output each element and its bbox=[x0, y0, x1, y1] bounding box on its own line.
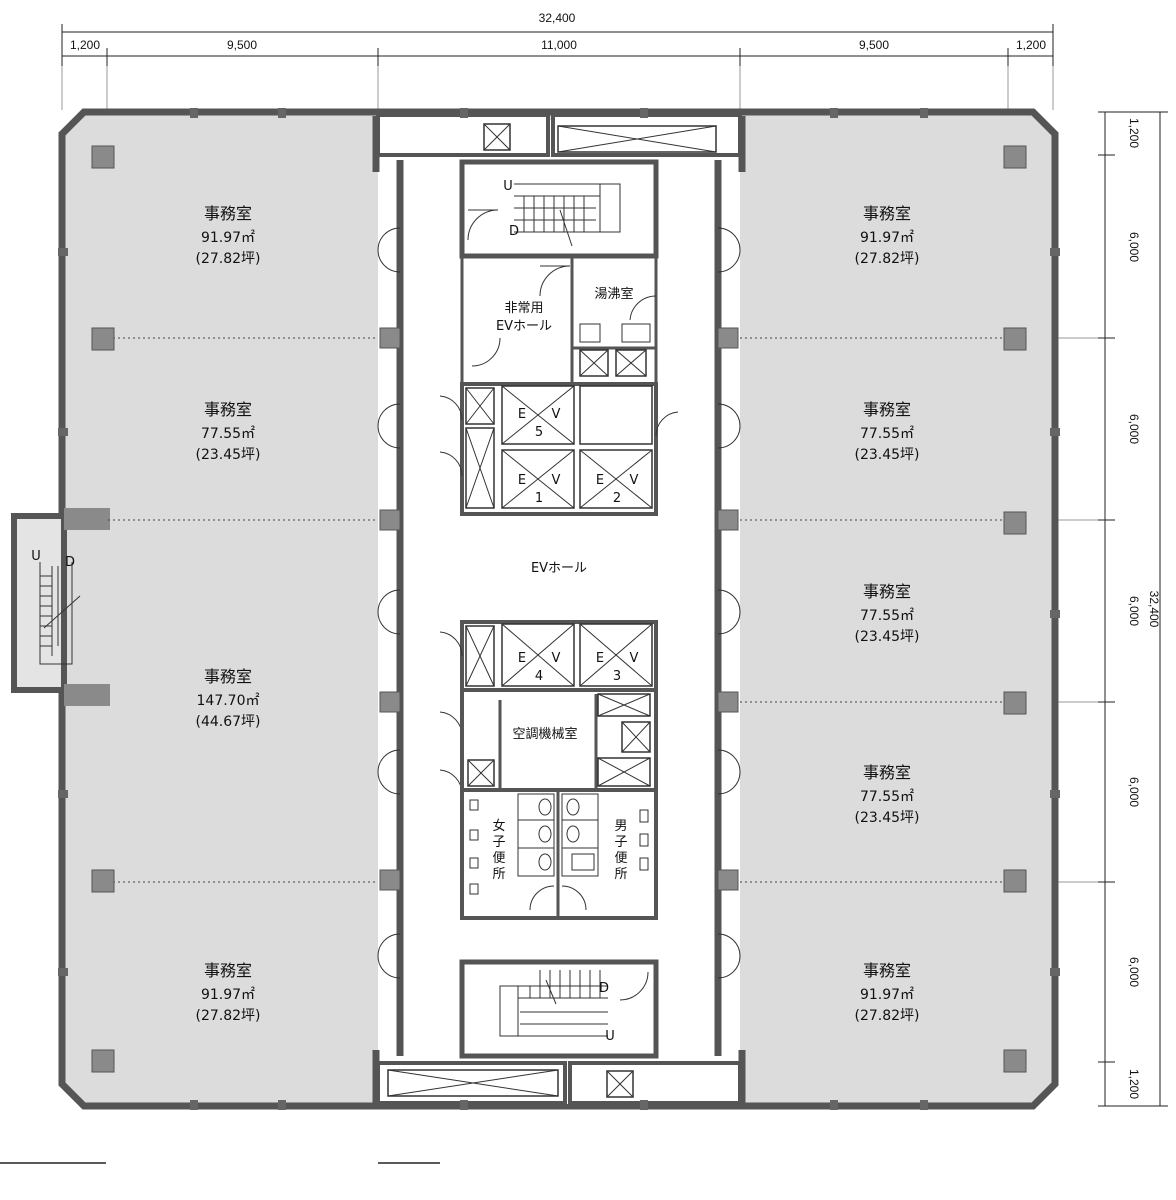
elevator-4-number: 4 bbox=[535, 669, 543, 684]
office-right-1: 事務室 91.97㎡ (27.82坪) bbox=[854, 204, 919, 267]
office-right-5-name: 事務室 bbox=[863, 961, 911, 980]
elevator-3-letter-e: E bbox=[596, 651, 604, 666]
elevator-2-number: 2 bbox=[613, 491, 621, 506]
womens-restroom-char-2: 子 bbox=[492, 835, 505, 850]
elevator-3-letter-v: V bbox=[630, 651, 639, 666]
mens-restroom-char-1: 男 bbox=[614, 819, 627, 834]
top-stair-up: U bbox=[503, 179, 513, 194]
bottom-stair-down: D bbox=[599, 981, 609, 996]
office-left-3-area: 147.70㎡ bbox=[197, 693, 260, 709]
ac-room-label: 空調機械室 bbox=[512, 726, 577, 742]
top-dimension-4: 9,500 bbox=[859, 38, 889, 52]
elevator-4: E V 4 bbox=[501, 623, 575, 687]
right-total-dimension: 32,400 bbox=[1147, 591, 1161, 628]
right-dimension-5: 6,000 bbox=[1127, 777, 1141, 807]
office-left-2-tsubo: (23.45坪) bbox=[195, 447, 260, 463]
external-stair: U D bbox=[11, 508, 110, 706]
office-right-4-name: 事務室 bbox=[863, 763, 911, 782]
office-right-2-name: 事務室 bbox=[863, 400, 911, 419]
top-stair-down: D bbox=[509, 224, 519, 239]
office-right-1-name: 事務室 bbox=[863, 204, 911, 223]
top-dimension-3: 11,000 bbox=[541, 38, 577, 52]
elevator-2: E V 2 bbox=[579, 449, 653, 509]
top-total-dimension: 32,400 bbox=[539, 11, 576, 25]
office-right-3: 事務室 77.55㎡ (23.45坪) bbox=[854, 582, 919, 645]
elevator-1-number: 1 bbox=[535, 491, 543, 506]
elevator-4-letter-e: E bbox=[518, 651, 526, 666]
mens-restroom-char-2: 子 bbox=[614, 835, 627, 850]
top-dimension-5: 1,200 bbox=[1016, 38, 1046, 52]
office-doors bbox=[377, 227, 741, 979]
columns bbox=[91, 145, 1027, 1073]
office-left-3-tsubo: (44.67坪) bbox=[195, 714, 260, 730]
mens-restroom-char-3: 便 bbox=[614, 851, 627, 866]
mullions bbox=[58, 108, 1060, 1110]
office-right-5-area: 91.97㎡ bbox=[860, 987, 914, 1003]
elevator-3: E V 3 bbox=[579, 623, 653, 687]
office-right-5: 事務室 91.97㎡ (27.82坪) bbox=[854, 961, 919, 1024]
office-left-1-tsubo: (27.82坪) bbox=[195, 251, 260, 267]
elevator-5: E V 5 bbox=[501, 385, 575, 445]
elevator-5-letter-e: E bbox=[518, 407, 526, 422]
office-right-3-area: 77.55㎡ bbox=[860, 608, 914, 624]
elevator-2-letter-v: V bbox=[630, 473, 639, 488]
elevator-1-letter-e: E bbox=[518, 473, 526, 488]
office-left-4-area: 91.97㎡ bbox=[201, 987, 255, 1003]
office-right-2-tsubo: (23.45坪) bbox=[854, 447, 919, 463]
right-dimension-3: 6,000 bbox=[1127, 414, 1141, 444]
emergency-ev-hall-label-2: EVホール bbox=[496, 319, 552, 334]
office-left-2-name: 事務室 bbox=[204, 400, 252, 419]
office-left-3: 事務室 147.70㎡ (44.67坪) bbox=[195, 667, 260, 730]
office-left-2: 事務室 77.55㎡ (23.45坪) bbox=[195, 400, 260, 463]
top-dimension-1: 1,200 bbox=[70, 38, 100, 52]
core-area: U D 非常用 EVホール 湯沸室 bbox=[372, 113, 746, 1105]
top-dimension-2: 9,500 bbox=[227, 38, 257, 52]
right-dimension-4: 6,000 bbox=[1127, 596, 1141, 626]
office-right-4: 事務室 77.55㎡ (23.45坪) bbox=[854, 763, 919, 826]
mens-restroom-char-4: 所 bbox=[614, 867, 627, 882]
office-right-3-name: 事務室 bbox=[863, 582, 911, 601]
office-right-5-tsubo: (27.82坪) bbox=[854, 1008, 919, 1024]
elevator-3-number: 3 bbox=[613, 669, 621, 684]
office-left-1-area: 91.97㎡ bbox=[201, 230, 255, 246]
office-right-2: 事務室 77.55㎡ (23.45坪) bbox=[854, 400, 919, 463]
right-dimensions bbox=[1055, 111, 1168, 1107]
office-left-1-name: 事務室 bbox=[204, 204, 252, 223]
office-right-4-area: 77.55㎡ bbox=[860, 789, 914, 805]
right-dimension-1: 1,200 bbox=[1127, 118, 1141, 148]
elevator-1: E V 1 bbox=[501, 449, 575, 509]
office-left-1: 事務室 91.97㎡ (27.82坪) bbox=[195, 204, 260, 267]
office-left-4-tsubo: (27.82坪) bbox=[195, 1008, 260, 1024]
womens-restroom-char-4: 所 bbox=[492, 867, 505, 882]
external-stair-down: D bbox=[65, 555, 75, 570]
office-right-1-area: 91.97㎡ bbox=[860, 230, 914, 246]
office-left-4: 事務室 91.97㎡ (27.82坪) bbox=[195, 961, 260, 1024]
elevator-5-letter-v: V bbox=[552, 407, 561, 422]
kitchenette-label: 湯沸室 bbox=[594, 286, 633, 302]
top-dimensions bbox=[61, 24, 1054, 110]
office-right-4-tsubo: (23.45坪) bbox=[854, 810, 919, 826]
office-right-2-area: 77.55㎡ bbox=[860, 426, 914, 442]
womens-restroom-char-1: 女 bbox=[492, 818, 505, 834]
right-dimension-6: 6,000 bbox=[1127, 957, 1141, 987]
elevator-1-letter-v: V bbox=[552, 473, 561, 488]
office-left-4-name: 事務室 bbox=[204, 961, 252, 980]
elevator-4-letter-v: V bbox=[552, 651, 561, 666]
external-stair-up: U bbox=[31, 549, 41, 564]
office-left-2-area: 77.55㎡ bbox=[201, 426, 255, 442]
elevator-5-number: 5 bbox=[535, 425, 543, 440]
right-dimension-2: 6,000 bbox=[1127, 232, 1141, 262]
bottom-stair-up: U bbox=[605, 1029, 615, 1044]
ev-hall-label: EVホール bbox=[531, 561, 587, 576]
womens-restroom-char-3: 便 bbox=[492, 851, 505, 866]
office-left-3-name: 事務室 bbox=[204, 667, 252, 686]
office-right-3-tsubo: (23.45坪) bbox=[854, 629, 919, 645]
right-dimension-7: 1,200 bbox=[1127, 1069, 1141, 1099]
office-right-1-tsubo: (27.82坪) bbox=[854, 251, 919, 267]
partition-lines bbox=[108, 337, 1008, 883]
emergency-ev-hall-label-1: 非常用 bbox=[504, 301, 543, 316]
elevator-2-letter-e: E bbox=[596, 473, 604, 488]
